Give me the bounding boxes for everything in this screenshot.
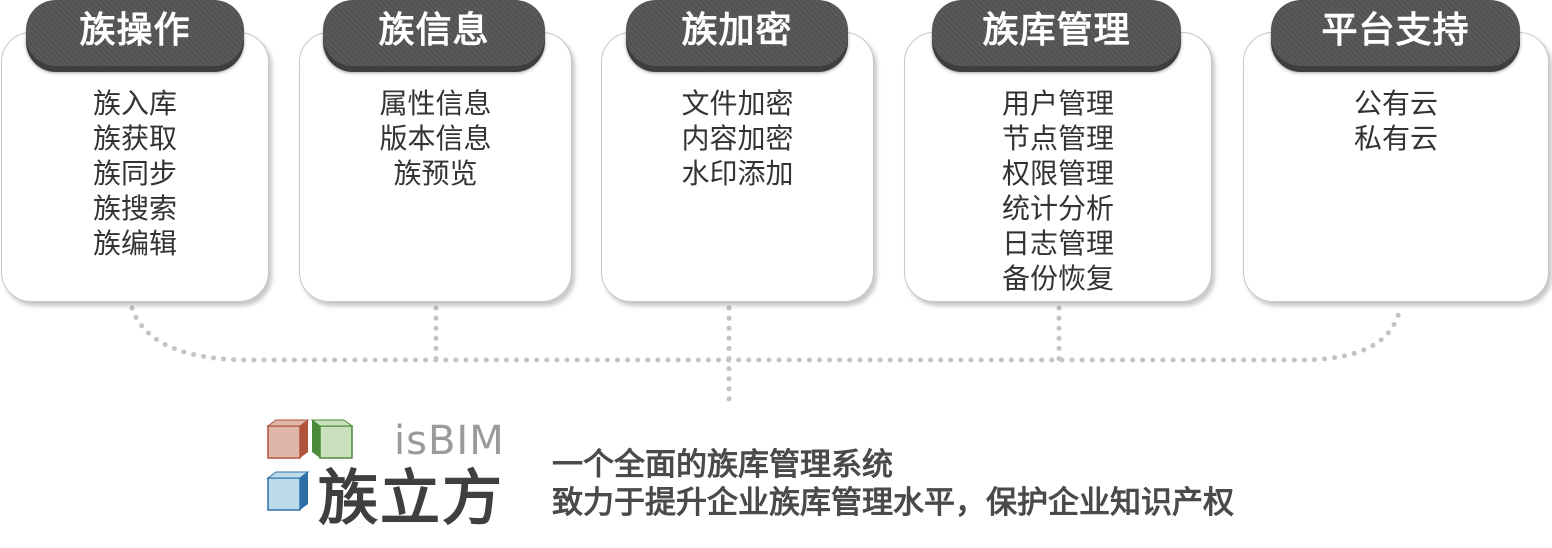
- list-item: 族入库: [92, 87, 177, 120]
- tagline: 一个全面的族库管理系统 致力于提升企业族库管理水平，保护企业知识产权: [552, 446, 1234, 522]
- list-item: 用户管理: [1001, 87, 1114, 120]
- red-cube-icon: [266, 419, 310, 459]
- list-item: 权限管理: [1001, 157, 1114, 190]
- module-items-family-operations: 族入库 族获取 族同步 族搜索 族编辑: [1, 86, 269, 261]
- module-card-platform-support: [1243, 32, 1549, 302]
- module-items-library-management: 用户管理 节点管理 权限管理 统计分析 日志管理 备份恢复: [904, 86, 1212, 296]
- logo-small-text: isBIM: [394, 418, 505, 464]
- logo-brand-text: 族立方: [318, 464, 504, 534]
- connector-left: [129, 305, 1403, 363]
- tagline-line-1: 一个全面的族库管理系统: [552, 447, 893, 483]
- module-items-family-info: 属性信息 版本信息 族预览: [299, 86, 572, 191]
- list-item: 内容加密: [681, 122, 794, 155]
- list-item: 水印添加: [681, 157, 794, 190]
- list-item: 公有云: [1353, 87, 1438, 120]
- module-items-family-encryption: 文件加密 内容加密 水印添加: [601, 86, 874, 191]
- module-title-platform-support: 平台支持: [1271, 0, 1520, 66]
- list-item: 族获取: [92, 122, 177, 155]
- module-title-family-encryption: 族加密: [626, 0, 848, 66]
- list-item: 统计分析: [1001, 192, 1114, 225]
- list-item: 日志管理: [1001, 227, 1114, 260]
- module-card-family-encryption: [601, 32, 874, 302]
- list-item: 族同步: [92, 157, 177, 190]
- module-card-family-info: [299, 32, 572, 302]
- list-item: 私有云: [1353, 122, 1438, 155]
- list-item: 备份恢复: [1001, 262, 1114, 295]
- list-item: 属性信息: [379, 87, 492, 120]
- module-title-family-operations: 族操作: [26, 0, 244, 66]
- cube-logo-icon: [266, 419, 354, 511]
- module-title-library-management: 族库管理: [932, 0, 1181, 66]
- list-item: 族搜索: [92, 192, 177, 225]
- list-item: 族编辑: [92, 227, 177, 260]
- list-item: 族预览: [393, 157, 478, 190]
- module-card-library-management: [904, 32, 1212, 302]
- blue-cube-icon: [266, 471, 310, 511]
- list-item: 节点管理: [1001, 122, 1114, 155]
- tagline-line-2: 致力于提升企业族库管理水平，保护企业知识产权: [552, 485, 1234, 521]
- green-cube-icon: [310, 419, 354, 459]
- list-item: 版本信息: [379, 122, 492, 155]
- logo: isBIM 族立方: [266, 418, 536, 538]
- module-card-family-operations: [1, 32, 269, 302]
- module-title-family-info: 族信息: [323, 0, 545, 66]
- list-item: 文件加密: [681, 87, 794, 120]
- module-items-platform-support: 公有云 私有云: [1243, 86, 1549, 156]
